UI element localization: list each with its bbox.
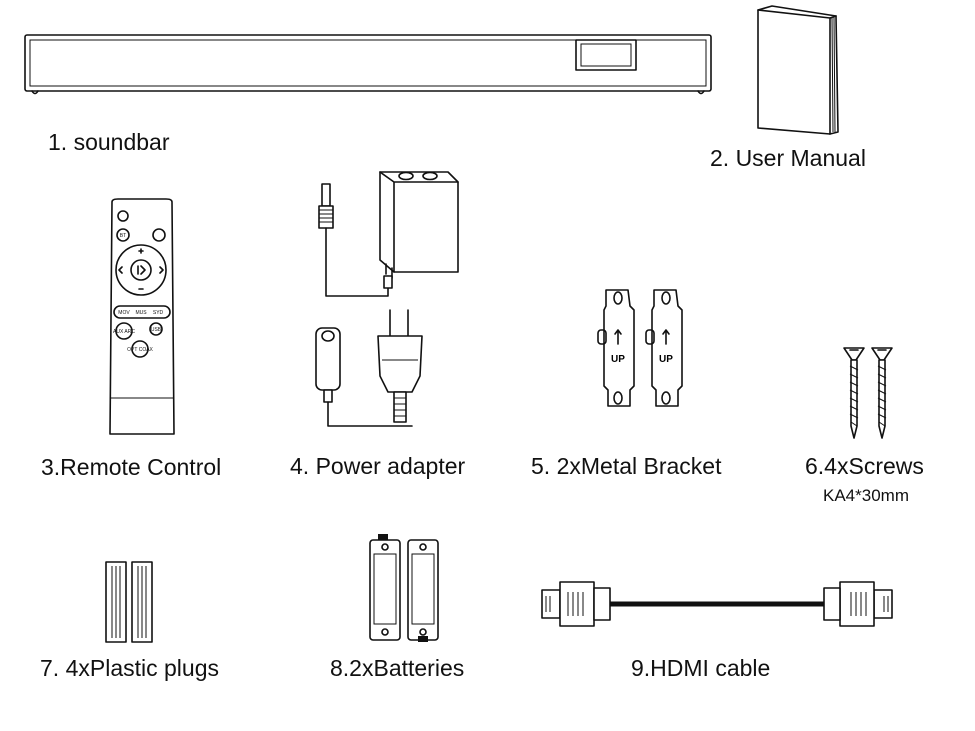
svg-text:UP: UP xyxy=(659,354,673,365)
plastic-plug xyxy=(106,562,126,642)
svg-text:AUX ARC: AUX ARC xyxy=(113,329,135,335)
svg-text:MOV: MOV xyxy=(118,310,130,316)
svg-text:USB: USB xyxy=(151,327,162,333)
item-label-remote-control: 3.Remote Control xyxy=(41,454,222,480)
hdmi-connector xyxy=(542,582,610,626)
bracket: UP xyxy=(646,290,682,406)
svg-text:OPT COAX: OPT COAX xyxy=(127,347,153,353)
screws-illustration xyxy=(840,346,896,440)
remote-control-illustration: BT MOV MUS SYD AUX ARC USB OPT COAX xyxy=(106,198,178,438)
remote-button-bt: BT xyxy=(120,233,126,239)
bracket: UP xyxy=(598,290,634,406)
item-label-metal-bracket: 5. 2xMetal Bracket xyxy=(531,453,722,479)
metal-bracket-illustration: UP UP xyxy=(594,286,694,412)
svg-text:MUS: MUS xyxy=(135,310,147,316)
battery xyxy=(408,540,438,642)
screw xyxy=(844,348,864,438)
power-adapter-illustration xyxy=(308,160,468,432)
item-label-screws: 6.4xScrews xyxy=(805,453,924,479)
item-label-power-adapter: 4. Power adapter xyxy=(290,453,466,479)
screw xyxy=(872,348,892,438)
plastic-plugs-illustration xyxy=(104,560,154,646)
item-label-user-manual: 2. User Manual xyxy=(710,145,866,171)
svg-text:SYD: SYD xyxy=(153,310,164,316)
item-label-plastic-plugs: 7. 4xPlastic plugs xyxy=(40,655,219,681)
soundbar-illustration xyxy=(24,34,714,98)
hdmi-connector xyxy=(824,582,892,626)
svg-text:UP: UP xyxy=(611,354,625,365)
item-label-hdmi-cable: 9.HDMI cable xyxy=(631,655,771,681)
battery xyxy=(370,534,400,640)
item-label-soundbar: 1. soundbar xyxy=(48,129,170,155)
item-label-batteries: 8.2xBatteries xyxy=(330,655,465,681)
batteries-illustration xyxy=(366,534,446,642)
user-manual-illustration xyxy=(752,4,844,136)
hdmi-cable-illustration xyxy=(536,578,898,630)
plastic-plug xyxy=(132,562,152,642)
screw-size-label: KA4*30mm xyxy=(823,486,909,505)
